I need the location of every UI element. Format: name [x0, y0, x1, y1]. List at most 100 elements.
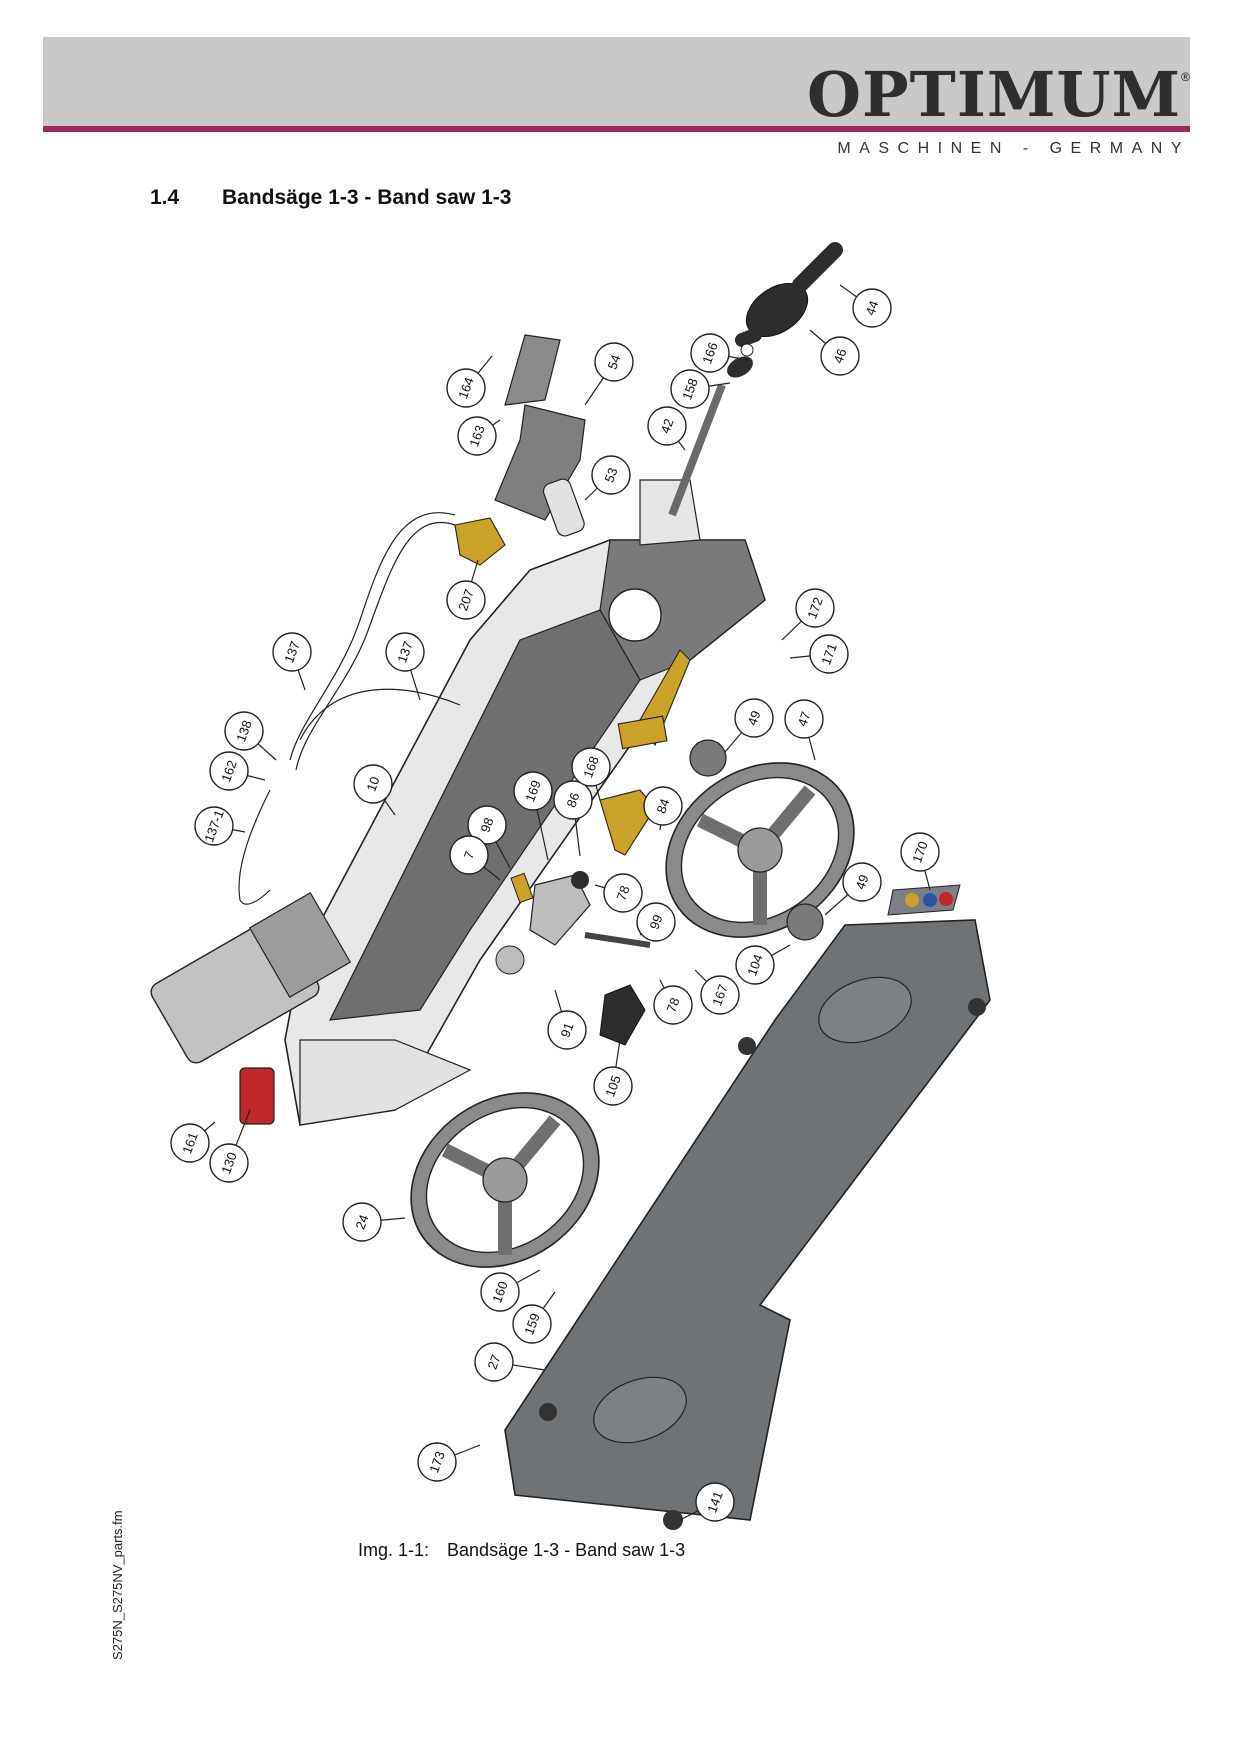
callout-141: 141	[679, 1482, 735, 1522]
callout-circle	[591, 455, 631, 495]
callout-164: 164	[446, 355, 493, 408]
callout-number: 160	[489, 1279, 511, 1305]
callout-159: 159	[512, 1291, 556, 1344]
callout-circle	[353, 764, 393, 804]
callout-number: 24	[352, 1213, 371, 1232]
callout-number: 171	[818, 641, 840, 667]
callout-number: 99	[646, 913, 665, 932]
callout-circle	[643, 786, 683, 826]
callout-circle	[820, 336, 860, 376]
callout-number: 164	[455, 375, 477, 401]
callout-24: 24	[342, 1202, 406, 1242]
callout-circle	[670, 369, 710, 409]
callout-number: 163	[466, 423, 488, 449]
callout-86: 86	[553, 780, 593, 857]
callout-circle	[593, 1066, 633, 1106]
figure-caption-text: Bandsäge 1-3 - Band saw 1-3	[447, 1540, 686, 1560]
callout-number: 137	[281, 639, 303, 665]
callout-54: 54	[584, 342, 634, 406]
callout-number: 10	[363, 775, 382, 794]
lower-band-wheel	[410, 1092, 600, 1268]
callout-circle	[417, 1442, 457, 1482]
callout-circle	[784, 699, 824, 739]
registered-mark: ®	[1181, 70, 1190, 84]
callout-circle	[209, 751, 249, 791]
callout-circle	[385, 632, 425, 672]
callout-number: 159	[521, 1311, 543, 1337]
callout-circle	[647, 406, 687, 446]
upper-band-wheel	[665, 762, 855, 938]
tension-handwheel	[668, 242, 843, 517]
callout-circle	[474, 1342, 514, 1382]
callout-53: 53	[584, 455, 631, 501]
header-band	[43, 37, 1190, 126]
blade-guide-parts	[510, 739, 824, 1046]
callout-163: 163	[457, 416, 501, 456]
callout-number: 207	[455, 587, 477, 613]
callout-number: 46	[830, 347, 849, 366]
callout-7: 7	[449, 835, 501, 881]
red-switch	[239, 1067, 275, 1125]
callout-circle	[571, 747, 611, 787]
callout-circle	[734, 698, 774, 738]
callout-circle	[900, 832, 940, 872]
callout-circle	[553, 780, 593, 820]
callout-circle	[735, 945, 775, 985]
callout-47: 47	[784, 699, 824, 761]
motor	[150, 892, 352, 1064]
callout-number: 161	[179, 1130, 201, 1156]
callout-42: 42	[647, 406, 687, 451]
callout-number: 141	[704, 1489, 726, 1515]
callout-circle	[342, 1202, 382, 1242]
callout-171: 171	[789, 634, 849, 674]
callout-number: 170	[909, 839, 931, 865]
callout-circle	[842, 862, 882, 902]
callout-number: 173	[426, 1449, 448, 1475]
callout-number: 84	[653, 797, 672, 816]
callout-91: 91	[547, 989, 587, 1050]
callout-172: 172	[781, 588, 835, 641]
callout-circle	[446, 580, 486, 620]
callout-number: 168	[580, 754, 602, 780]
callout-number: 137	[394, 639, 416, 665]
callout-99: 99	[636, 902, 676, 942]
callout-number: 91	[557, 1021, 576, 1040]
callout-circle	[513, 771, 553, 811]
callout-circle	[603, 873, 643, 913]
callout-circle	[272, 632, 312, 672]
callout-circle	[512, 1304, 552, 1344]
callout-circle	[690, 333, 730, 373]
callout-circle	[224, 711, 264, 751]
callout-104: 104	[735, 944, 791, 985]
brand-logo: OPTIMUM®	[807, 64, 1190, 126]
coolant-hoses	[238, 512, 461, 905]
callout-166: 166	[690, 333, 749, 373]
callout-number: 7	[461, 849, 478, 861]
callout-circle	[547, 1010, 587, 1050]
callout-162: 162	[209, 751, 266, 791]
callout-number: 53	[601, 466, 620, 485]
yellow-parts	[454, 517, 691, 856]
callout-circle	[467, 805, 507, 845]
brand-subtitle: MASCHINEN - GERMANY	[837, 140, 1190, 157]
callout-161: 161	[170, 1121, 216, 1163]
file-name-side-text: S275N_S275NV_parts.fm	[110, 1510, 125, 1660]
callout-167: 167	[694, 969, 740, 1015]
callout-78: 78	[653, 979, 693, 1025]
callout-circle	[446, 368, 486, 408]
callout-130: 130	[209, 1109, 251, 1183]
callout-circle	[480, 1272, 520, 1312]
callout-137-1: 137-1	[194, 806, 246, 846]
callout-number: 167	[709, 982, 731, 1008]
callout-105: 105	[593, 1039, 633, 1106]
callout-circle	[700, 975, 740, 1015]
figure-caption-label: Img. 1-1:	[358, 1540, 430, 1560]
callout-137: 137	[385, 632, 425, 701]
brand-name: OPTIMUM	[807, 58, 1182, 131]
callout-number: 42	[657, 417, 676, 436]
callout-10: 10	[353, 764, 396, 816]
callout-number: 105	[602, 1073, 624, 1099]
callout-circle	[795, 588, 835, 628]
